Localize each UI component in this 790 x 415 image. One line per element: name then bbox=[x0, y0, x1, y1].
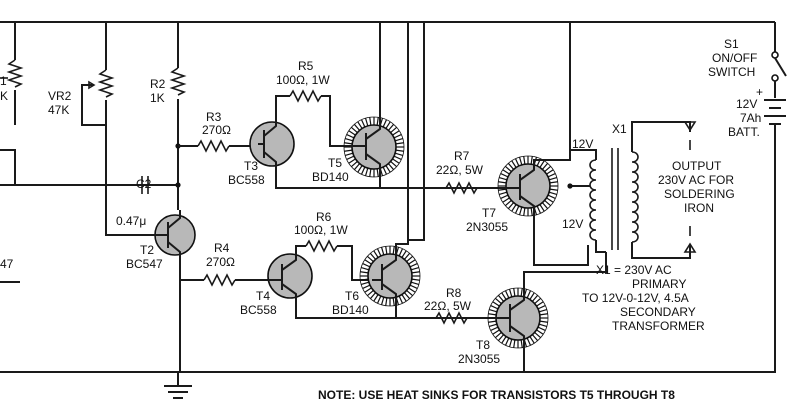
output-line-4: IRON bbox=[684, 201, 714, 215]
x1-desc-line-1: X1 = 230V AC bbox=[596, 263, 672, 277]
output-line-2: 230V AC FOR bbox=[658, 173, 734, 187]
r7-value: 22Ω, 5W bbox=[436, 163, 484, 177]
x1-desc-line-2: PRIMARY bbox=[632, 277, 686, 291]
output-line-3: SOLDERING bbox=[664, 187, 735, 201]
c2-capacitor: C2 0.47μ bbox=[116, 176, 152, 228]
tap-bottom-label: 12V bbox=[562, 217, 583, 231]
x1-transformer: X1 12V 12V bbox=[562, 121, 697, 259]
s1-line-3: SWITCH bbox=[708, 65, 755, 79]
r2-resistor: R2 1K bbox=[150, 22, 187, 210]
s1-switch: S1 ON/OFF SWITCH bbox=[708, 22, 787, 98]
t3-name: T3 bbox=[244, 159, 258, 173]
x1-description: X1 = 230V AC PRIMARY TO 12V-0-12V, 4.5A … bbox=[582, 263, 705, 333]
t5-transistor: T5 BD140 bbox=[312, 22, 405, 188]
t5-type: BD140 bbox=[312, 170, 349, 184]
battery-plus: + bbox=[756, 85, 763, 99]
t4-transistor: T4 BC558 bbox=[240, 245, 490, 319]
ground-symbol bbox=[164, 372, 192, 399]
t3-type: BC558 bbox=[228, 173, 265, 187]
bottom-ground-rail bbox=[0, 240, 776, 373]
t8-transistor: T8 2N3055 bbox=[458, 252, 607, 372]
r5-value: 100Ω, 1W bbox=[276, 73, 330, 87]
r4-name: R4 bbox=[214, 241, 230, 255]
vr2-preset: VR2 47K bbox=[48, 22, 140, 236]
r3-resistor: R3 270Ω bbox=[178, 110, 258, 153]
left-partial-preset: 1 K bbox=[0, 22, 24, 125]
left-wire-stub bbox=[0, 149, 16, 186]
left-partial-label: 47 bbox=[0, 257, 14, 271]
tap-top-label: 12V bbox=[572, 137, 593, 151]
t7-transistor: T7 2N3055 bbox=[466, 22, 589, 266]
r3-name: R3 bbox=[206, 110, 222, 124]
battery-line-1: 12V bbox=[736, 97, 757, 111]
x1-name: X1 bbox=[612, 122, 627, 136]
t2-type: BC547 bbox=[126, 257, 163, 271]
t8-name: T8 bbox=[476, 338, 490, 352]
x1-desc-line-4: SECONDARY bbox=[620, 305, 696, 319]
s1-name: S1 bbox=[724, 37, 739, 51]
battery-line-2: 7Ah bbox=[740, 111, 761, 125]
c2-name: C2 bbox=[136, 177, 152, 191]
t4-type: BC558 bbox=[240, 303, 277, 317]
r4-value: 270Ω bbox=[206, 255, 235, 269]
t6-type: BD140 bbox=[332, 303, 369, 317]
r7-resistor: R7 22Ω, 5W bbox=[436, 149, 484, 195]
t5-name: T5 bbox=[328, 156, 342, 170]
heat-sink-note: NOTE: USE HEAT SINKS FOR TRANSISTORS T5 … bbox=[318, 388, 675, 402]
r6-name: R6 bbox=[316, 210, 332, 224]
vr-left-label: 1 bbox=[0, 74, 7, 88]
output-label: OUTPUT 230V AC FOR SOLDERING IRON bbox=[658, 159, 735, 215]
t3-transistor: T3 BC558 bbox=[228, 95, 500, 189]
t2-transistor: T2 BC547 bbox=[126, 210, 196, 372]
r8-resistor: R8 22Ω, 5W bbox=[424, 286, 472, 325]
s1-line-2: ON/OFF bbox=[712, 51, 757, 65]
battery: + 12V 7Ah BATT. bbox=[728, 85, 786, 240]
t6-transistor: T6 BD140 bbox=[332, 22, 421, 318]
t6-name: T6 bbox=[345, 289, 359, 303]
r2-name: R2 bbox=[150, 77, 166, 91]
t7-type: 2N3055 bbox=[466, 220, 508, 234]
r4-resistor: R4 270Ω bbox=[180, 241, 268, 287]
r7-name: R7 bbox=[454, 149, 470, 163]
battery-line-3: BATT. bbox=[728, 125, 760, 139]
x1-desc-line-3: TO 12V-0-12V, 4.5A bbox=[582, 291, 689, 305]
vr2-name: VR2 bbox=[48, 89, 72, 103]
r5-resistor: R5 100Ω, 1W bbox=[276, 59, 350, 147]
r8-name: R8 bbox=[446, 286, 462, 300]
t8-type: 2N3055 bbox=[458, 352, 500, 366]
r5-name: R5 bbox=[298, 59, 314, 73]
output-line-1: OUTPUT bbox=[672, 159, 722, 173]
x1-desc-line-5: TRANSFORMER bbox=[612, 319, 705, 333]
r8-value: 22Ω, 5W bbox=[424, 299, 472, 313]
t6-collector-wire bbox=[408, 22, 425, 241]
c2-value: 0.47μ bbox=[116, 214, 146, 228]
t7-name: T7 bbox=[482, 206, 496, 220]
r2-value: 1K bbox=[150, 91, 165, 105]
t4-name: T4 bbox=[256, 289, 270, 303]
vr-left-label-2: K bbox=[0, 89, 8, 103]
t2-name: T2 bbox=[140, 243, 154, 257]
r6-value: 100Ω, 1W bbox=[294, 223, 348, 237]
vr2-value: 47K bbox=[48, 103, 69, 117]
r3-value: 270Ω bbox=[202, 123, 231, 137]
